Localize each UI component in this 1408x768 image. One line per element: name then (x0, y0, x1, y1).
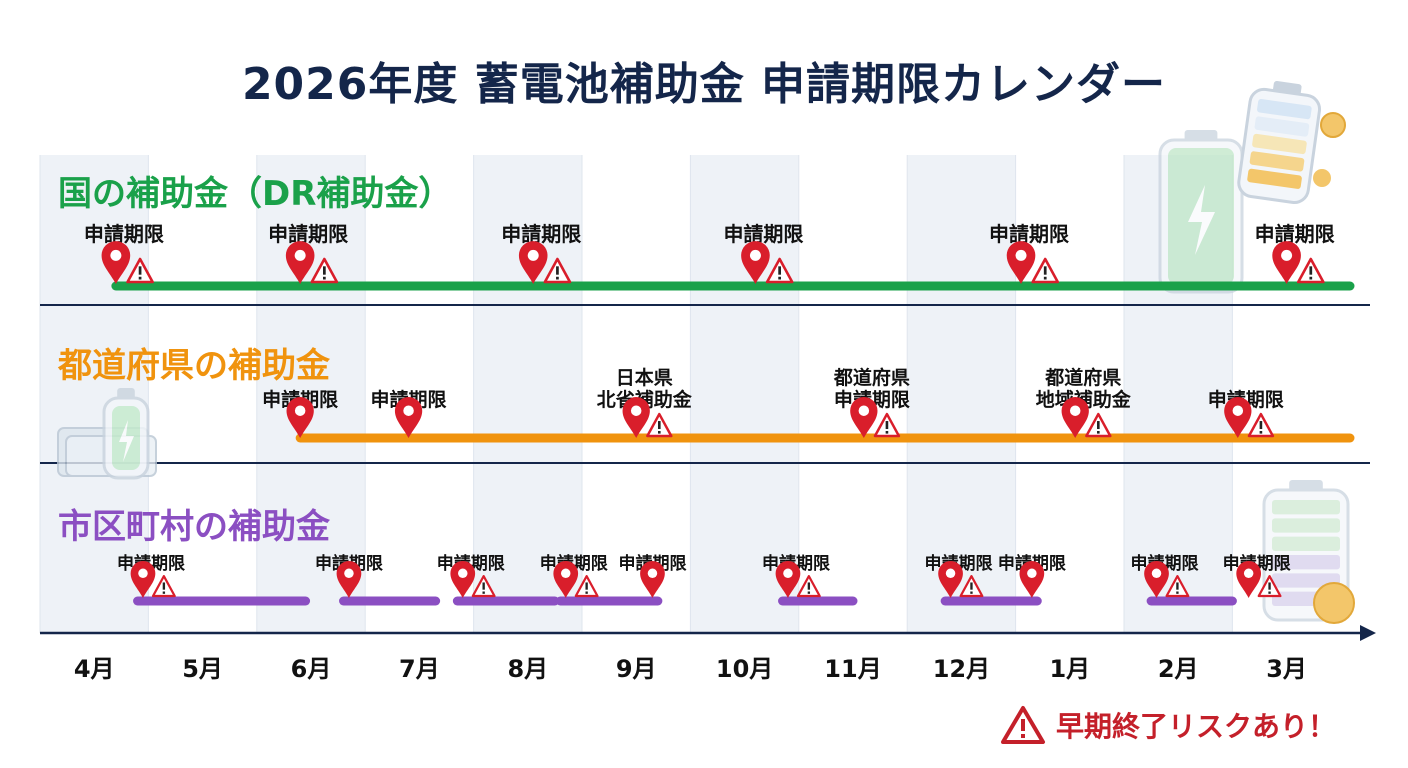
map-pin-icon (1061, 397, 1089, 438)
map-pin-icon (775, 560, 801, 598)
deadline-label: 申請期限 (84, 222, 164, 246)
warning-icon (1296, 257, 1325, 284)
month-column (256, 155, 366, 633)
map-pin-icon (938, 560, 963, 598)
month-label: 12月 (933, 655, 990, 683)
legend-note: 早期終了リスクあり！ (1000, 703, 1336, 747)
month-label: 5月 (182, 655, 223, 683)
warning-icon (471, 575, 496, 598)
axis-arrow-icon (1360, 625, 1376, 641)
deadline-label: 日本県 (616, 366, 673, 389)
warning-icon (1247, 412, 1275, 438)
month-label: 1月 (1049, 655, 1090, 683)
month-label: 7月 (399, 655, 440, 683)
warning-icon (1165, 575, 1190, 598)
map-pin-icon (640, 560, 665, 598)
warning-icon (765, 257, 794, 284)
warning-icon (310, 257, 339, 284)
month-column (148, 155, 257, 633)
month-label: 10月 (716, 655, 773, 683)
month-column (365, 155, 474, 633)
map-pin-icon (850, 397, 878, 438)
map-pin-icon (1224, 397, 1252, 438)
month-label: 6月 (291, 655, 332, 683)
map-pin-icon (1144, 560, 1169, 598)
section-label-national: 国の補助金（DR補助金） (58, 174, 453, 214)
warning-icon (646, 412, 673, 438)
warning-icon (959, 575, 984, 598)
month-column (907, 155, 1016, 633)
deadline-label: 都道府県 (1044, 366, 1121, 389)
warning-icon (873, 412, 901, 438)
map-pin-icon (286, 397, 314, 438)
month-label: 9月 (616, 655, 657, 683)
warning-icon (1031, 257, 1060, 284)
map-pin-icon (1006, 241, 1036, 284)
map-pin-icon (394, 397, 423, 438)
map-pin-icon (336, 560, 362, 598)
month-label: 3月 (1266, 655, 1307, 683)
deadline-label: 申請期限 (268, 222, 348, 246)
battery-icon (102, 388, 150, 480)
deadline-label: 都道府県 (833, 366, 910, 389)
map-pin-icon (622, 397, 650, 438)
deadline-label: 申請期限 (1255, 222, 1335, 246)
map-pin-icon (1272, 241, 1301, 284)
battery-icon (1237, 81, 1322, 204)
warning-icon (1085, 412, 1112, 438)
map-pin-icon (553, 560, 579, 598)
warning-icon (126, 257, 154, 284)
coin-icon (1313, 582, 1355, 624)
month-column (582, 155, 691, 633)
map-pin-icon (130, 560, 156, 598)
deadline-label: 申請期限 (989, 222, 1069, 246)
warning-icon (796, 575, 821, 598)
month-column (798, 155, 908, 633)
deadline-label: 北省補助金 (597, 388, 693, 411)
section-label-prefecture: 都道府県の補助金 (58, 346, 330, 386)
warning-icon (1001, 706, 1045, 744)
warning-icon (151, 575, 176, 598)
map-pin-icon (741, 241, 770, 284)
section-label-municipal: 市区町村の補助金 (58, 507, 330, 547)
deadline-label: 申請期限 (723, 222, 803, 246)
deadline-label: 地域補助金 (1036, 388, 1132, 411)
warning-icon (574, 575, 599, 598)
legend-note-text: 早期終了リスクあり！ (1056, 710, 1337, 743)
month-column (473, 155, 582, 633)
map-pin-icon (101, 241, 131, 284)
battery-icon (1158, 130, 1244, 294)
deadline-label: 申請期限 (501, 222, 581, 246)
map-pin-icon (1236, 560, 1262, 598)
month-label: 2月 (1158, 655, 1199, 683)
lightning-icon (119, 420, 134, 462)
warning-icon (543, 257, 572, 284)
warning-icon (1257, 575, 1282, 598)
page-title: 2026年度 蓄電池補助金 申請期限カレンダー (241, 59, 1167, 110)
coin-icon (1313, 112, 1346, 187)
map-pin-icon (518, 241, 548, 284)
month-label: 4月 (74, 655, 115, 683)
month-column (690, 155, 799, 633)
map-pin-icon (450, 560, 476, 598)
map-pin-icon (1019, 560, 1045, 598)
month-column (1015, 155, 1124, 633)
month-label: 8月 (507, 655, 548, 683)
map-pin-icon (285, 241, 315, 284)
month-label: 11月 (824, 655, 881, 683)
